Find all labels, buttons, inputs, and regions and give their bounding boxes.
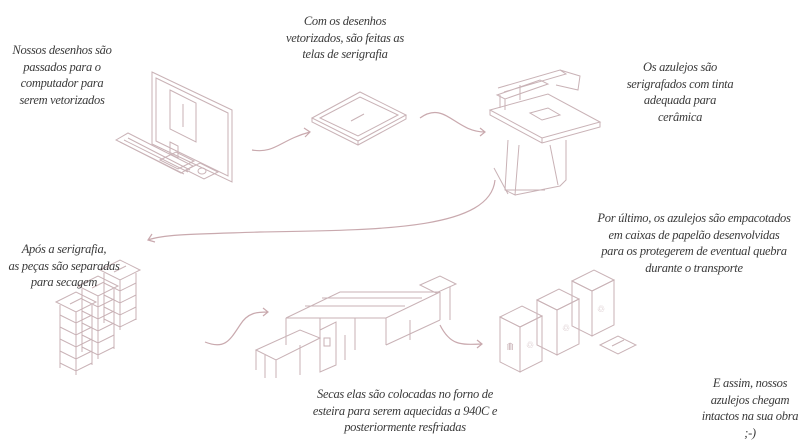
caption-line: Os azulejos são — [643, 60, 717, 74]
caption-line: passados para o — [23, 59, 101, 74]
caption-line: Secas elas são colocadas no forno de — [317, 387, 493, 401]
caption-line: Com os desenhos — [303, 14, 387, 28]
tile — [598, 335, 638, 355]
caption-line: intactos na sua obra — [701, 409, 799, 423]
step-6-caption: Por último, os azulejos são empacotados … — [578, 210, 810, 276]
caption-line: Por último, os azulejos são empacotados — [597, 211, 791, 225]
step-1-caption: Nossos desenhos são passados para o comp… — [0, 42, 124, 108]
rack — [98, 259, 142, 330]
screen-frame-illustration — [310, 91, 408, 146]
conveyor-oven-illustration — [254, 275, 458, 378]
computer-illustration — [114, 71, 233, 183]
caption-line: Após a serigrafia, — [21, 242, 107, 256]
caption-line: para secagem — [30, 275, 98, 289]
caption-line: ;-) — [744, 425, 756, 440]
caption-line: E assim, nossos — [712, 376, 788, 390]
arrow-1 — [251, 127, 311, 152]
rack — [76, 275, 120, 359]
drying-racks-illustration — [54, 259, 142, 375]
step-7-caption: E assim, nossos azulejos chegam intactos… — [690, 375, 810, 441]
box: ♲ — [570, 269, 616, 337]
flow-arrows — [147, 111, 496, 349]
svg-text:⟰: ⟰ — [506, 342, 514, 353]
box: ⟰ ♲ — [498, 305, 544, 373]
step-2-caption: Com os desenhos vetorizados, são feitas … — [270, 13, 420, 63]
caption-line: telas de serigrafia — [302, 47, 388, 61]
caption-line: serigrafados com tinta — [626, 76, 734, 91]
svg-text:♲: ♲ — [562, 324, 570, 334]
caption-line: adequada para — [643, 93, 717, 107]
caption-line: vetorizados, são feitas as — [286, 30, 404, 45]
caption-line: esteira para serem aquecidas a 940C e — [312, 403, 498, 418]
arrow-5 — [439, 324, 483, 349]
caption-line: azulejos chegam — [710, 392, 790, 407]
caption-line: cerâmica — [657, 109, 703, 124]
caption-line: serem vetorizados — [19, 92, 105, 107]
step-3-caption: Os azulejos são serigrafados com tinta a… — [610, 59, 750, 125]
caption-line: computador para — [20, 76, 104, 90]
caption-line: para os protegerem de eventual quebra — [601, 244, 787, 258]
svg-text:♲: ♲ — [597, 305, 605, 315]
arrow-2 — [419, 111, 486, 137]
caption-line: durante o transporte — [645, 260, 743, 275]
step-5-caption: Secas elas são colocadas no forno de est… — [300, 386, 510, 436]
caption-line: Nossos desenhos são — [12, 43, 112, 57]
step-4-caption: Após a serigrafia, as peças são separada… — [0, 241, 128, 291]
svg-text:♲: ♲ — [526, 341, 534, 351]
arrow-4 — [204, 307, 269, 346]
rack — [54, 291, 98, 375]
box: ♲ — [535, 288, 581, 356]
caption-line: em caixas de papelão desenvolvidas — [608, 227, 780, 242]
caption-line: posteriormente resfriadas — [344, 420, 466, 434]
printing-machine-illustration — [488, 69, 602, 196]
arrow-3 — [147, 179, 496, 243]
boxes-illustration: ⟰ ♲ ♲ ♲ — [498, 269, 638, 373]
caption-line: as peças são separadas — [8, 258, 120, 273]
